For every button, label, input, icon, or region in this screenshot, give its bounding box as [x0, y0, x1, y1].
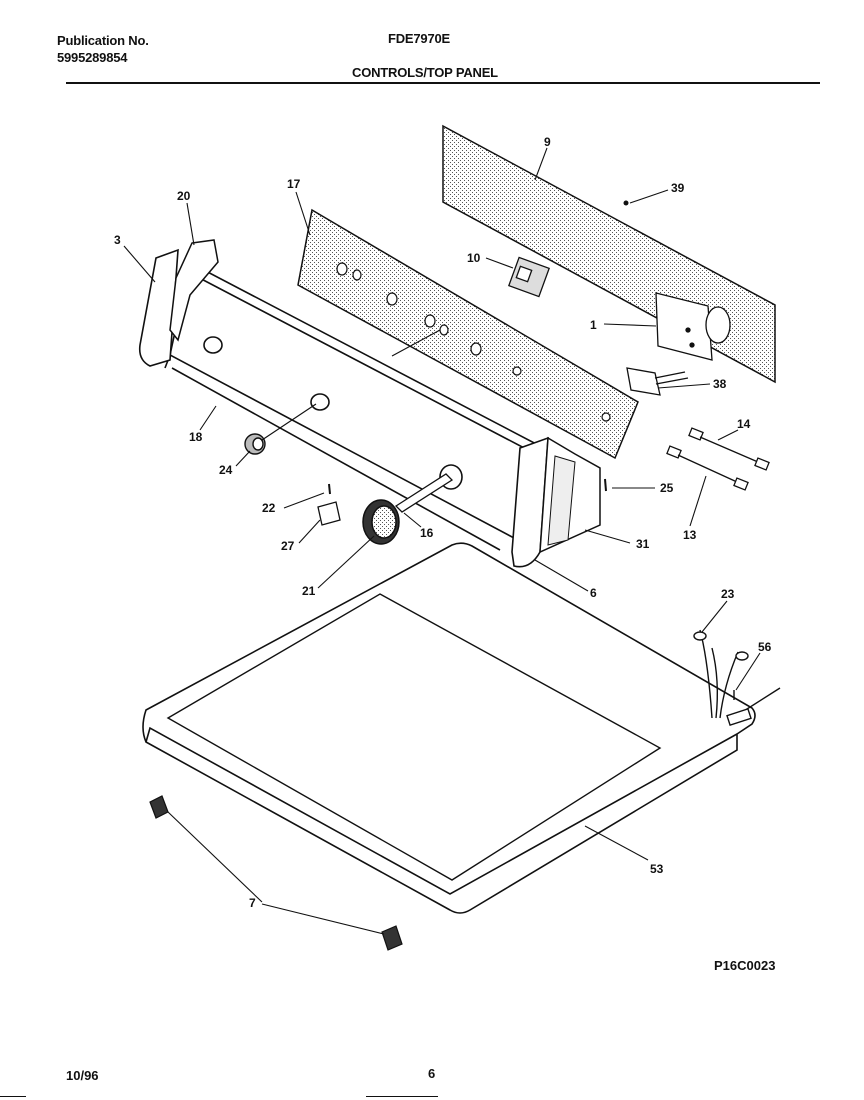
shaft-part-16 — [394, 473, 454, 513]
plate-hole — [512, 366, 522, 376]
callout-3: 3 — [114, 233, 121, 247]
callout-18: 18 — [189, 430, 203, 444]
publication-number: 5995289854 — [57, 50, 128, 65]
callout-31: 31 — [636, 537, 650, 551]
page-number: 6 — [428, 1066, 436, 1081]
component-part-38 — [626, 367, 689, 396]
screw-part-56 — [726, 687, 781, 727]
callout-25: 25 — [660, 481, 674, 495]
plate-hole — [601, 412, 611, 422]
callout-13: 13 — [683, 528, 697, 542]
callout-21: 21 — [302, 584, 316, 598]
switch-part-10 — [508, 256, 550, 298]
callout-39: 39 — [671, 181, 685, 195]
callout-10: 10 — [467, 251, 481, 265]
callout-24: 24 — [219, 463, 233, 477]
callout-20: 20 — [177, 189, 191, 203]
callout-7: 7 — [249, 896, 256, 910]
model-number: FDE7970E — [388, 31, 450, 46]
clip-part-27 — [317, 501, 341, 526]
callout-53: 53 — [650, 862, 664, 876]
section-title: CONTROLS/TOP PANEL — [352, 65, 498, 80]
knob-part-24 — [244, 433, 266, 455]
footer-rule-middle — [366, 1096, 438, 1097]
screw-part-25 — [604, 478, 607, 492]
bracket-part-20 — [169, 239, 219, 342]
end-cap-part-3 — [138, 248, 179, 367]
clip-part-7-upper — [149, 795, 169, 819]
clip-part-7-lower — [381, 925, 403, 951]
plate-hole — [439, 324, 449, 336]
drawing-code: P16C0023 — [714, 958, 776, 973]
callout-9: 9 — [544, 135, 551, 149]
wiring-part-23 — [693, 629, 749, 719]
plate-hole — [336, 262, 348, 276]
harness-part-13 — [666, 445, 749, 491]
timer-part-1 — [655, 292, 731, 361]
footer-rule-left — [0, 1096, 26, 1097]
plate-hole — [470, 342, 482, 356]
callout-56: 56 — [758, 640, 772, 654]
control-plate-part-17 — [297, 208, 639, 460]
callout-1: 1 — [590, 318, 597, 332]
callout-22: 22 — [262, 501, 276, 515]
leader-lines — [123, 147, 761, 935]
callout-27: 27 — [281, 539, 295, 553]
callout-14: 14 — [737, 417, 751, 431]
header-rule — [66, 82, 820, 84]
harness-part-14 — [688, 427, 770, 471]
top-panel-part-53 — [142, 542, 756, 914]
publication-label: Publication No. — [57, 33, 149, 48]
callout-17: 17 — [287, 177, 301, 191]
screw-part-22 — [328, 483, 331, 495]
plate-hole — [352, 269, 362, 281]
callout-38: 38 — [713, 377, 727, 391]
revision-date: 10/96 — [66, 1068, 99, 1083]
callout-6: 6 — [590, 586, 597, 600]
screw-part-39 — [623, 200, 629, 206]
callout-16: 16 — [420, 526, 434, 540]
plate-hole — [424, 314, 436, 328]
callout-23: 23 — [721, 587, 735, 601]
plate-hole — [386, 292, 398, 306]
bracket-rib — [547, 455, 576, 546]
knob-part-21 — [362, 499, 400, 545]
